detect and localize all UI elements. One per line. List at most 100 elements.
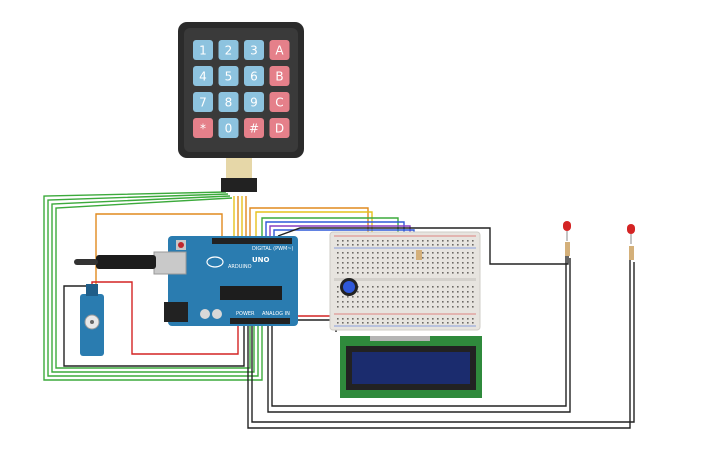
breadboard-hole[interactable] [337,252,339,254]
breadboard-hole[interactable] [452,318,454,320]
breadboard-hole[interactable] [412,257,414,259]
breadboard-hole[interactable] [427,301,429,303]
breadboard-hole[interactable] [437,252,439,254]
wire-analog-4[interactable] [251,262,635,423]
breadboard-hole[interactable] [337,262,339,264]
breadboard-hole[interactable] [452,240,454,242]
breadboard-hole[interactable] [467,322,469,324]
breadboard-hole[interactable] [412,252,414,254]
breadboard-hole[interactable] [457,306,459,308]
breadboard-hole[interactable] [427,296,429,298]
breadboard-hole[interactable] [442,306,444,308]
breadboard-hole[interactable] [422,291,424,293]
breadboard-hole[interactable] [377,240,379,242]
breadboard-hole[interactable] [472,262,474,264]
breadboard-hole[interactable] [387,318,389,320]
breadboard-hole[interactable] [447,257,449,259]
breadboard-hole[interactable] [337,257,339,259]
breadboard-hole[interactable] [407,240,409,242]
breadboard-hole[interactable] [462,252,464,254]
breadboard-hole[interactable] [417,286,419,288]
breadboard-hole[interactable] [372,240,374,242]
breadboard-hole[interactable] [352,240,354,242]
breadboard-hole[interactable] [412,262,414,264]
breadboard-hole[interactable] [337,301,339,303]
breadboard-hole[interactable] [397,267,399,269]
breadboard-resistor[interactable] [416,250,422,260]
breadboard-hole[interactable] [362,272,364,274]
breadboard-hole[interactable] [357,257,359,259]
breadboard-hole[interactable] [467,257,469,259]
breadboard-hole[interactable] [357,322,359,324]
breadboard-hole[interactable] [407,262,409,264]
wire-green-4[interactable] [55,197,251,369]
key-*[interactable] [193,118,213,138]
breadboard-hole[interactable] [462,267,464,269]
breadboard-hole[interactable] [352,257,354,259]
breadboard-hole[interactable] [467,272,469,274]
breadboard-hole[interactable] [352,267,354,269]
servo-motor[interactable] [80,284,104,356]
breadboard-hole[interactable] [412,318,414,320]
breadboard-hole[interactable] [472,322,474,324]
breadboard-hole[interactable] [352,301,354,303]
breadboard-hole[interactable] [392,286,394,288]
breadboard-hole[interactable] [472,301,474,303]
breadboard-hole[interactable] [402,262,404,264]
breadboard-hole[interactable] [377,244,379,246]
breadboard-hole[interactable] [382,318,384,320]
breadboard-hole[interactable] [447,318,449,320]
breadboard-hole[interactable] [457,318,459,320]
breadboard-hole[interactable] [357,252,359,254]
breadboard-hole[interactable] [357,301,359,303]
breadboard-hole[interactable] [382,267,384,269]
breadboard-hole[interactable] [437,296,439,298]
breadboard-hole[interactable] [442,296,444,298]
breadboard-hole[interactable] [457,252,459,254]
breadboard-hole[interactable] [362,267,364,269]
breadboard-hole[interactable] [367,262,369,264]
breadboard-hole[interactable] [377,306,379,308]
breadboard-hole[interactable] [392,267,394,269]
breadboard-hole[interactable] [337,272,339,274]
led-2[interactable] [627,224,635,260]
breadboard-hole[interactable] [382,252,384,254]
breadboard-hole[interactable] [437,267,439,269]
breadboard-hole[interactable] [387,267,389,269]
breadboard-hole[interactable] [377,322,379,324]
breadboard-hole[interactable] [432,267,434,269]
breadboard-hole[interactable] [347,267,349,269]
wire-green-3[interactable] [51,195,255,373]
breadboard-hole[interactable] [452,296,454,298]
breadboard-hole[interactable] [402,291,404,293]
breadboard-hole[interactable] [407,286,409,288]
breadboard-hole[interactable] [447,296,449,298]
breadboard-hole[interactable] [407,257,409,259]
breadboard-hole[interactable] [467,252,469,254]
breadboard-hole[interactable] [462,318,464,320]
breadboard-hole[interactable] [412,301,414,303]
breadboard-hole[interactable] [422,267,424,269]
breadboard-hole[interactable] [347,296,349,298]
breadboard-hole[interactable] [402,257,404,259]
breadboard-hole[interactable] [362,322,364,324]
breadboard-hole[interactable] [442,318,444,320]
breadboard-hole[interactable] [342,296,344,298]
key-9[interactable] [244,92,264,112]
breadboard-hole[interactable] [382,291,384,293]
breadboard-hole[interactable] [407,267,409,269]
breadboard-hole[interactable] [387,296,389,298]
breadboard-hole[interactable] [422,306,424,308]
breadboard-hole[interactable] [372,267,374,269]
breadboard-hole[interactable] [427,244,429,246]
breadboard-hole[interactable] [407,272,409,274]
breadboard-hole[interactable] [357,306,359,308]
breadboard-hole[interactable] [382,322,384,324]
breadboard-hole[interactable] [452,291,454,293]
breadboard-hole[interactable] [422,257,424,259]
breadboard-hole[interactable] [417,291,419,293]
breadboard-hole[interactable] [397,262,399,264]
breadboard-hole[interactable] [367,322,369,324]
breadboard-hole[interactable] [457,267,459,269]
breadboard-hole[interactable] [422,301,424,303]
